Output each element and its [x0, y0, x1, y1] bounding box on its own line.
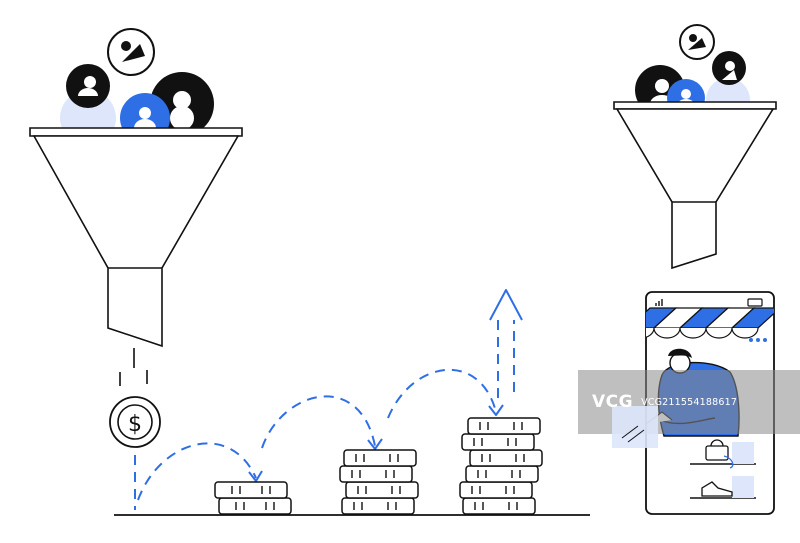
price-tag-card [612, 406, 658, 448]
user-ball-outline-icon [679, 24, 715, 60]
right-funnel-group [613, 24, 777, 270]
tag-lines [621, 425, 645, 443]
funnel-right [615, 108, 775, 270]
shoe-icon [701, 481, 733, 497]
coin-stack-2 [339, 449, 419, 515]
coin-symbol: $ [128, 412, 142, 437]
arrow-heads [248, 289, 523, 482]
funnel-rim [29, 127, 243, 137]
handbag-icon [705, 439, 734, 469]
left-funnel-group [29, 28, 243, 348]
store-awning-icon [646, 307, 774, 339]
coin-stack-3 [459, 417, 543, 515]
coin-stack-1 [214, 481, 292, 515]
user-ball-outline-icon [107, 28, 155, 76]
falling-coin-group: $ [109, 348, 161, 448]
growth-path [134, 320, 515, 510]
arrow-up-icon [489, 289, 523, 321]
funnel-rim [613, 101, 777, 110]
funnel-left [32, 135, 240, 348]
coin-ridges [231, 422, 525, 510]
watermark-panel [578, 370, 800, 434]
